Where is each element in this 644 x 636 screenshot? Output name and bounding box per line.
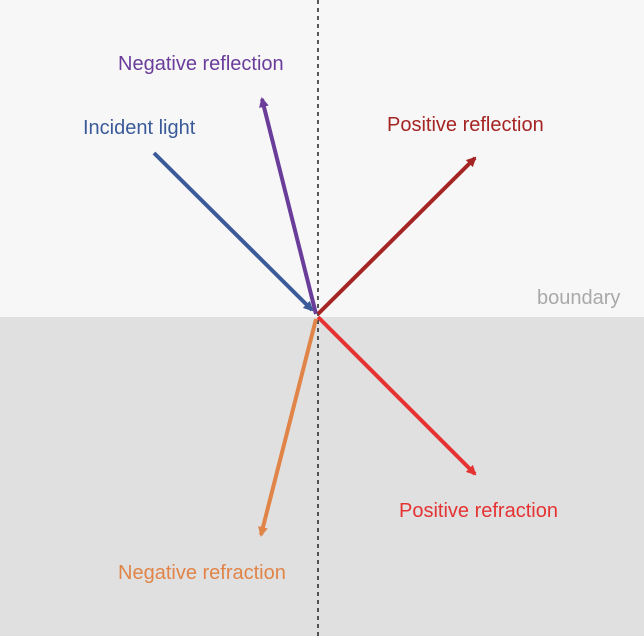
incident-light-ray [152, 151, 314, 312]
boundary-label: boundary [537, 287, 620, 309]
negative-refraction-ray [258, 318, 318, 537]
incident-light-label: Incident light [83, 117, 196, 139]
positive-reflection-label: Positive reflection [387, 114, 544, 136]
lower-medium [0, 317, 644, 636]
negative-reflection-ray [259, 97, 318, 315]
positive-reflection-ray [316, 156, 477, 316]
positive-refraction-ray [316, 315, 477, 476]
negative-reflection-label: Negative reflection [118, 53, 284, 75]
positive-refraction-label: Positive refraction [399, 500, 558, 522]
upper-medium [0, 0, 644, 317]
negative-refraction-label: Negative refraction [118, 562, 286, 584]
